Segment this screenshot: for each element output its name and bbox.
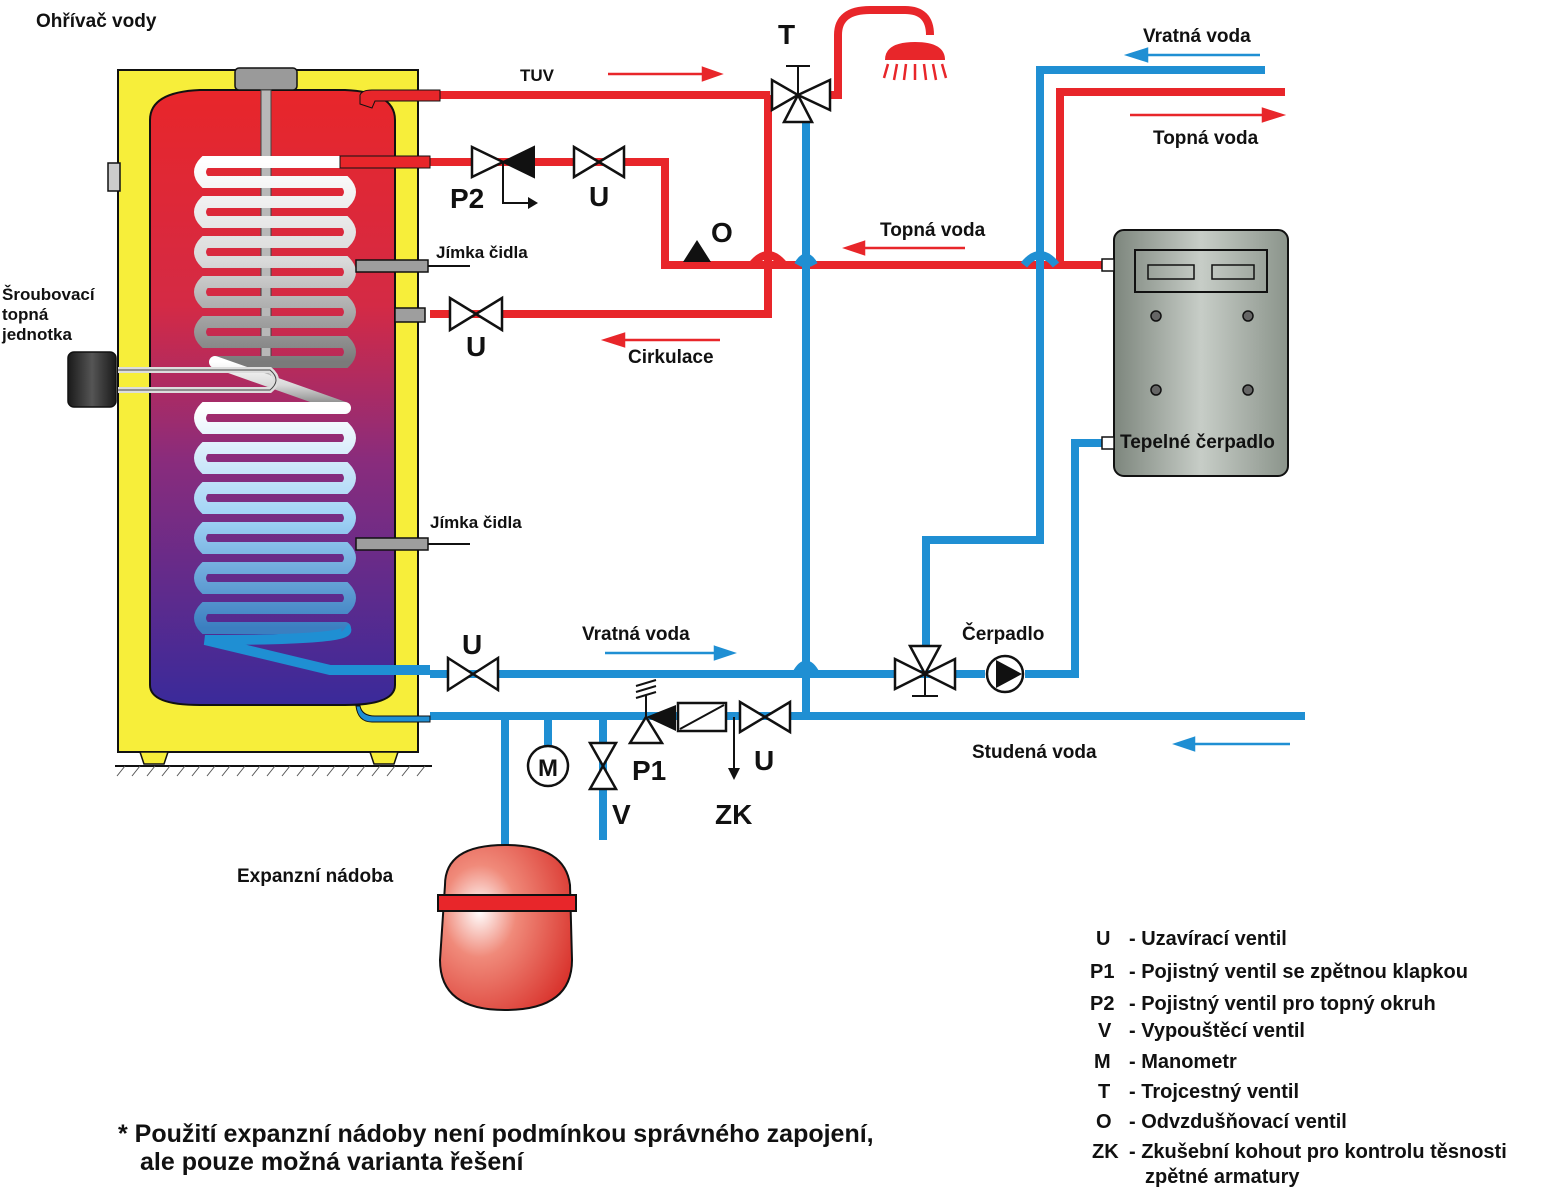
screw-unit-label: Šroubovací topná jednotka <box>1 285 99 344</box>
symbol-u2: U <box>466 331 486 362</box>
sensor-well-bottom-label: Jímka čidla <box>430 513 522 532</box>
test-cock-zk[interactable] <box>728 717 740 780</box>
legend-desc: - Pojistný ventil se zpětnou klapkou <box>1129 961 1468 983</box>
three-way-valve-t[interactable] <box>770 65 832 124</box>
air-vent-o[interactable] <box>683 240 711 262</box>
heating-coil-upper <box>194 156 356 368</box>
heater-title: Ohřívač vody <box>36 11 157 32</box>
circulation-pump[interactable] <box>985 654 1025 694</box>
symbol-o: O <box>711 217 733 248</box>
shutoff-valve-u2[interactable] <box>448 295 504 333</box>
drain-valve-v[interactable] <box>587 741 619 791</box>
shower-head-icon <box>882 42 948 81</box>
legend-desc: - Odvzdušňovací ventil <box>1129 1111 1347 1133</box>
legend-desc: - Pojistný ventil pro topný okruh <box>1129 993 1436 1015</box>
legend-desc: - Manometr <box>1129 1051 1237 1073</box>
legend-desc: - Vypouštěcí ventil <box>1129 1020 1305 1042</box>
tepelne-cerpadlo-label: Tepelné čerpadlo <box>1120 432 1275 453</box>
three-way-valve-bottom[interactable] <box>893 644 957 697</box>
vratna-voda-top-label: Vratná voda <box>1143 26 1251 47</box>
symbol-t: T <box>778 19 795 50</box>
symbol-zk: ZK <box>715 799 752 830</box>
legend-code: O <box>1096 1111 1112 1133</box>
legend-code: T <box>1098 1081 1110 1103</box>
cerpadlo-label: Čerpadlo <box>962 623 1044 645</box>
sensor-well-bottom <box>355 537 470 551</box>
sensor-well-top <box>355 259 470 273</box>
sensor-well-top-label: Jímka čidla <box>436 243 528 262</box>
shutoff-valve-u3[interactable] <box>446 655 500 693</box>
legend-code: P2 <box>1090 993 1114 1015</box>
symbol-m: M <box>538 755 558 782</box>
legend-desc: - Uzavírací ventil <box>1129 928 1287 950</box>
legend-code: ZK <box>1092 1141 1119 1163</box>
symbol-v: V <box>612 799 631 830</box>
pipe-crossings <box>748 251 1060 677</box>
flow-arrows <box>600 47 1290 752</box>
legend: U - Uzavírací ventil P1 - Pojistný venti… <box>1090 928 1507 1188</box>
hot-pipes <box>430 6 1285 318</box>
legend-code: P1 <box>1090 961 1114 983</box>
topna-voda-top-label: Topná voda <box>1153 128 1259 149</box>
footnote: * Použití expanzní nádoby není podmínkou… <box>118 1120 874 1176</box>
expansion-vessel <box>437 843 577 1012</box>
cirkulace-label: Cirkulace <box>628 347 714 368</box>
symbol-p2: P2 <box>450 183 484 214</box>
legend-desc-cont: zpětné armatury <box>1145 1166 1300 1188</box>
legend-code: V <box>1098 1020 1112 1042</box>
legend-code: M <box>1094 1051 1111 1073</box>
heating-coil-lower <box>194 402 356 634</box>
symbol-u4: U <box>754 745 774 776</box>
symbol-u1: U <box>589 181 609 212</box>
manometer-m <box>526 744 570 788</box>
legend-desc: - Zkušební kohout pro kontrolu těsnosti <box>1129 1141 1507 1163</box>
shutoff-valve-u1[interactable] <box>572 144 626 180</box>
expanzni-nadoba-label: Expanzní nádoba <box>237 866 394 887</box>
symbol-p1: P1 <box>632 755 666 786</box>
p2-safety-valve[interactable] <box>470 145 538 209</box>
tuv-label: TUV <box>520 66 555 85</box>
heat-pump <box>1101 229 1289 477</box>
legend-desc: - Trojcestný ventil <box>1129 1081 1299 1103</box>
symbol-u3: U <box>462 629 482 660</box>
screw-heating-unit <box>67 351 279 408</box>
footnote-line-2: ale pouze možná varianta řešení <box>140 1148 525 1176</box>
vratna-voda-bottom-label: Vratná voda <box>582 624 690 645</box>
shutoff-valve-u4[interactable] <box>738 699 792 735</box>
p1-safety-valve[interactable] <box>627 679 728 745</box>
topna-voda-mid-label: Topná voda <box>880 220 986 241</box>
footnote-line-1: * Použití expanzní nádoby není podmínkou… <box>118 1120 874 1148</box>
legend-code: U <box>1096 928 1110 950</box>
studena-voda-label: Studená voda <box>972 742 1097 763</box>
